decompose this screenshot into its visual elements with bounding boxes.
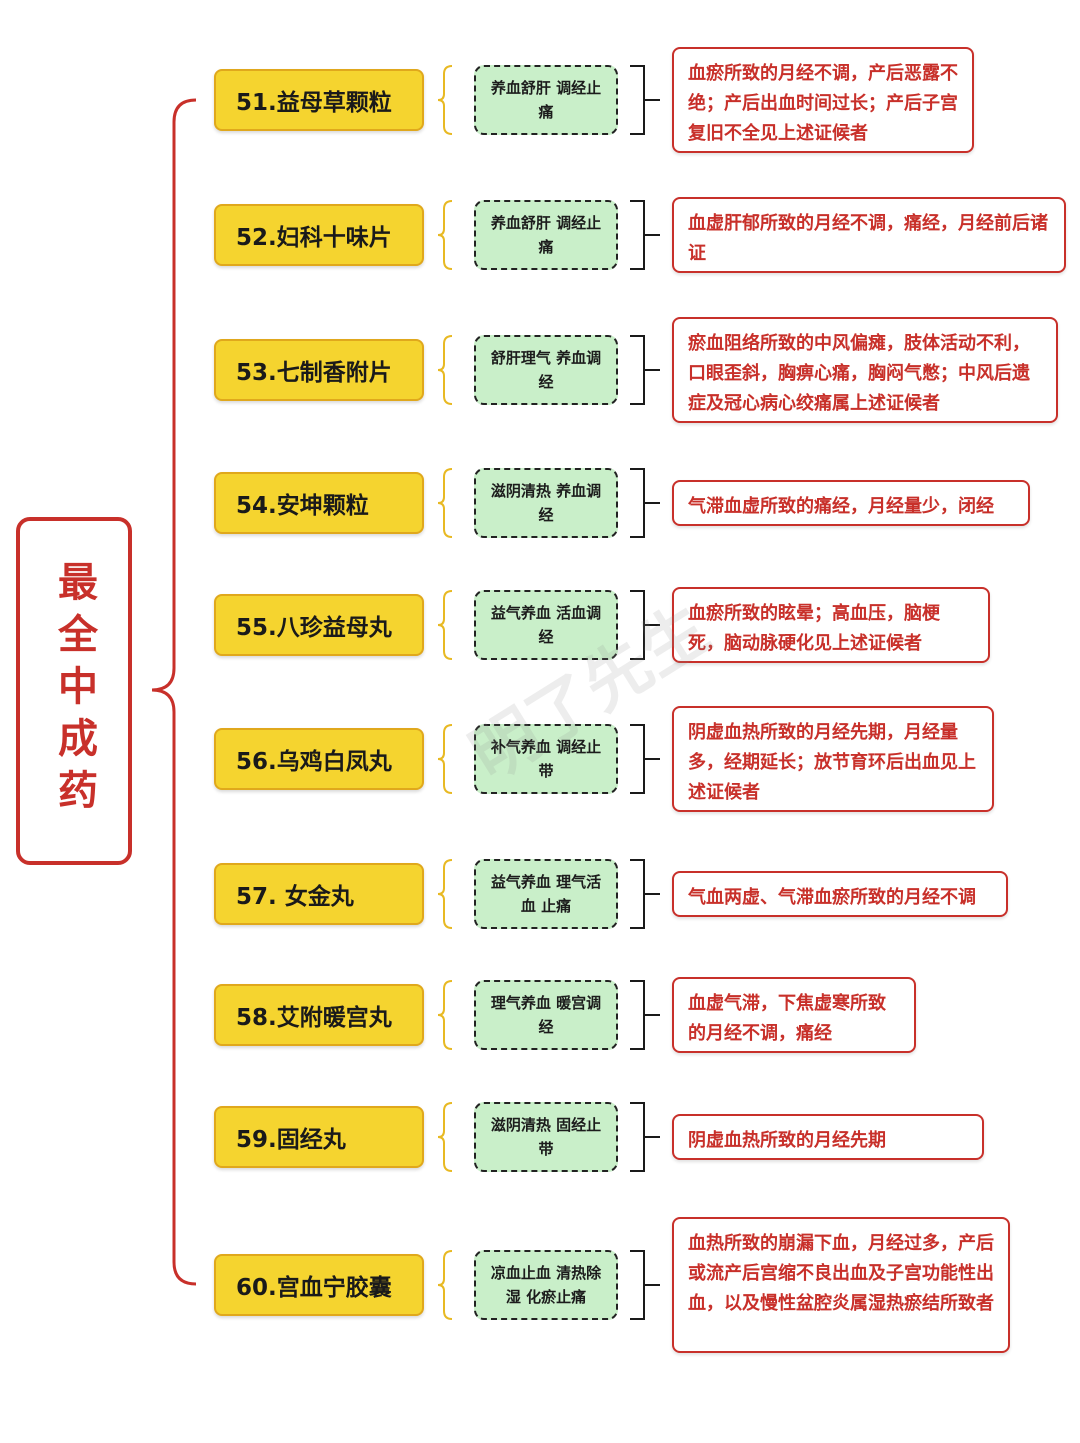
medicine-indication: 瘀血阻络所致的中风偏瘫，肢体活动不利，口眼歪斜，胸痹心痛，胸闷气憋；中风后遗症及… bbox=[672, 317, 1058, 423]
square-bracket bbox=[630, 468, 660, 538]
small-brace bbox=[437, 468, 453, 538]
medicine-indication: 血虚气滞，下焦虚寒所致的月经不调，痛经 bbox=[672, 977, 916, 1053]
small-brace bbox=[437, 65, 453, 135]
medicine-name: 55.八珍益母丸 bbox=[214, 594, 424, 656]
medicine-indication: 阴虚血热所致的月经先期，月经量多，经期延长；放节育环后出血见上述证候者 bbox=[672, 706, 994, 812]
medicine-name: 53.七制香附片 bbox=[214, 339, 424, 401]
medicine-effect: 舒肝理气 养血调经 bbox=[474, 335, 618, 405]
medicine-effect: 养血舒肝 调经止痛 bbox=[474, 200, 618, 270]
square-bracket bbox=[630, 1250, 660, 1320]
small-brace bbox=[437, 335, 453, 405]
small-brace bbox=[437, 980, 453, 1050]
medicine-effect: 凉血止血 清热除湿 化瘀止痛 bbox=[474, 1250, 618, 1320]
medicine-effect: 滋阴清热 固经止带 bbox=[474, 1102, 618, 1172]
medicine-indication: 气血两虚、气滞血瘀所致的月经不调 bbox=[672, 871, 1008, 917]
root-title: 最全中成药 bbox=[51, 561, 97, 821]
medicine-indication: 血瘀所致的眩晕；高血压，脑梗死，脑动脉硬化见上述证候者 bbox=[672, 587, 990, 663]
medicine-effect: 益气养血 理气活血 止痛 bbox=[474, 859, 618, 929]
square-bracket bbox=[630, 200, 660, 270]
small-brace bbox=[437, 1250, 453, 1320]
medicine-indication: 血热所致的崩漏下血，月经过多，产后或流产后宫缩不良出血及子宫功能性出血，以及慢性… bbox=[672, 1217, 1010, 1353]
square-bracket bbox=[630, 590, 660, 660]
medicine-name: 57. 女金丸 bbox=[214, 863, 424, 925]
small-brace bbox=[437, 859, 453, 929]
medicine-effect: 补气养血 调经止带 bbox=[474, 724, 618, 794]
medicine-effect: 益气养血 活血调经 bbox=[474, 590, 618, 660]
square-bracket bbox=[630, 724, 660, 794]
small-brace bbox=[437, 724, 453, 794]
medicine-name: 60.宫血宁胶囊 bbox=[214, 1254, 424, 1316]
square-bracket bbox=[630, 65, 660, 135]
square-bracket bbox=[630, 1102, 660, 1172]
medicine-name: 59.固经丸 bbox=[214, 1106, 424, 1168]
small-brace bbox=[437, 1102, 453, 1172]
medicine-effect: 滋阴清热 养血调经 bbox=[474, 468, 618, 538]
medicine-name: 52.妇科十味片 bbox=[214, 204, 424, 266]
medicine-indication: 血虚肝郁所致的月经不调，痛经，月经前后诸证 bbox=[672, 197, 1066, 273]
medicine-name: 54.安坤颗粒 bbox=[214, 472, 424, 534]
medicine-effect: 理气养血 暖宫调经 bbox=[474, 980, 618, 1050]
small-brace bbox=[437, 590, 453, 660]
medicine-indication: 血瘀所致的月经不调，产后恶露不绝；产后出血时间过长；产后子宫复旧不全见上述证候者 bbox=[672, 47, 974, 153]
medicine-name: 51.益母草颗粒 bbox=[214, 69, 424, 131]
small-brace bbox=[437, 200, 453, 270]
medicine-indication: 阴虚血热所致的月经先期 bbox=[672, 1114, 984, 1160]
medicine-effect: 养血舒肝 调经止痛 bbox=[474, 65, 618, 135]
root-title-box: 最全中成药 bbox=[16, 517, 132, 865]
medicine-indication: 气滞血虚所致的痛经，月经量少，闭经 bbox=[672, 480, 1030, 526]
square-bracket bbox=[630, 335, 660, 405]
medicine-name: 56.乌鸡白凤丸 bbox=[214, 728, 424, 790]
medicine-name: 58.艾附暖宫丸 bbox=[214, 984, 424, 1046]
square-bracket bbox=[630, 859, 660, 929]
square-bracket bbox=[630, 980, 660, 1050]
